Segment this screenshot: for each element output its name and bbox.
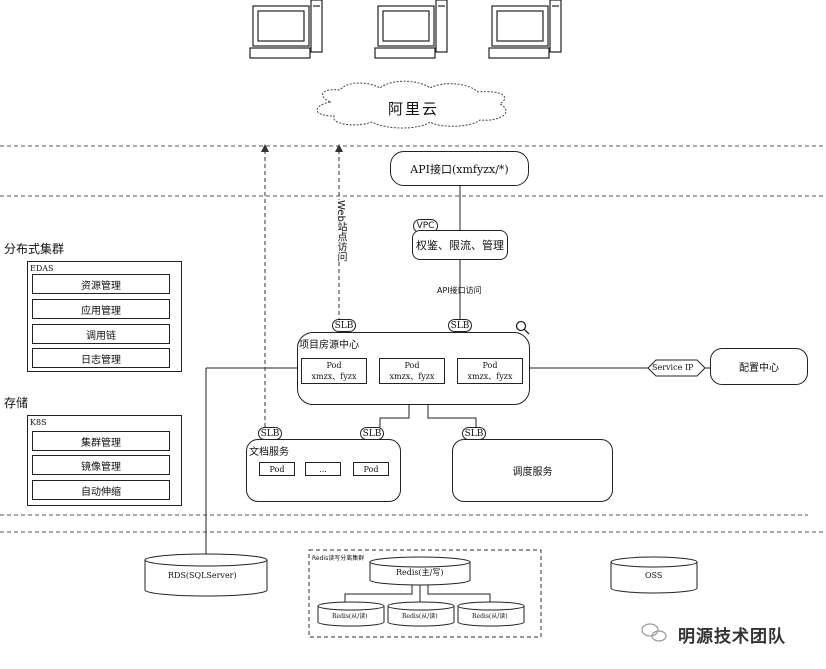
redis-slave-label: Redis(从/读) [402,613,438,620]
zoom-icon [515,320,530,335]
config-center-box: 配置中心 [710,348,808,385]
pod-detail: xmzx、fyzx [467,372,513,381]
pod-box: Pod xmzx、fyzx [301,358,367,384]
pod-box: Pod [353,462,389,476]
redis-master-cylinder [369,556,471,586]
wechat-icon [641,623,667,642]
pod-box: ... [305,462,341,476]
web-access-label: Web站点访问 [333,200,348,262]
cloud-label: 阿里云 [388,100,440,118]
k8s-item-image: 镜像管理 [32,455,170,475]
pod-name: Pod [326,361,342,370]
slb-tag: SLB [448,319,472,332]
pod-box: Pod xmzx、fyzx [457,358,523,384]
edas-item-resource: 资源管理 [32,274,170,294]
api-access-label: API接口访问 [437,286,482,295]
k8s-item-autoscale: 自动伸缩 [32,480,170,500]
pod-detail: xmzx、fyzx [311,372,357,381]
redis-master-label: Redis(主/写) [396,568,444,577]
edas-item-app: 应用管理 [32,299,170,319]
redis-slave-label: Redis(从/读) [472,613,508,620]
watermark: 明源技术团队 [678,627,786,647]
rds-label: RDS(SQLServer) [168,571,237,580]
redis-slave-cylinder [457,601,525,627]
redis-slave-cylinder [317,601,385,627]
doc-service-title: 文档服务 [249,447,289,458]
pod-name: Pod [404,361,420,370]
service-ip-label: Service IP [652,363,694,372]
edas-item-trace: 调用链 [32,324,170,344]
slb-tag: SLB [332,319,356,332]
pod-name: Pod [482,361,498,370]
redis-slave-label: Redis(从/读) [332,613,368,620]
oss-cylinder [610,556,698,594]
storage-title: 存储 [4,396,29,410]
redis-cluster-title: Redis读写分离集群 [312,555,365,562]
oss-label: OSS [645,571,663,580]
computer-icon [249,0,323,59]
rds-cylinder [144,553,268,597]
auth-throttle-box: 权鉴、限流、管理 [412,230,508,260]
pod-detail: xmzx、fyzx [389,372,435,381]
api-gateway-box: API接口(xmfyzx/*) [390,151,529,186]
edas-item-log: 日志管理 [32,348,170,368]
project-center-title: 项目房源中心 [299,340,359,351]
distributed-title: 分布式集群 [4,242,65,256]
edas-label: EDAS [30,264,54,273]
service-ip-shape [647,359,706,377]
schedule-service-box: 调度服务 [452,439,613,502]
redis-slave-cylinder [387,601,455,627]
k8s-label: K8S [30,418,47,427]
cloud-shape [316,80,507,129]
pod-box: Pod xmzx、fyzx [379,358,445,384]
pod-box: Pod [259,462,295,476]
k8s-item-cluster: 集群管理 [32,431,170,451]
computer-icon [488,0,562,59]
computer-icon [374,0,448,59]
